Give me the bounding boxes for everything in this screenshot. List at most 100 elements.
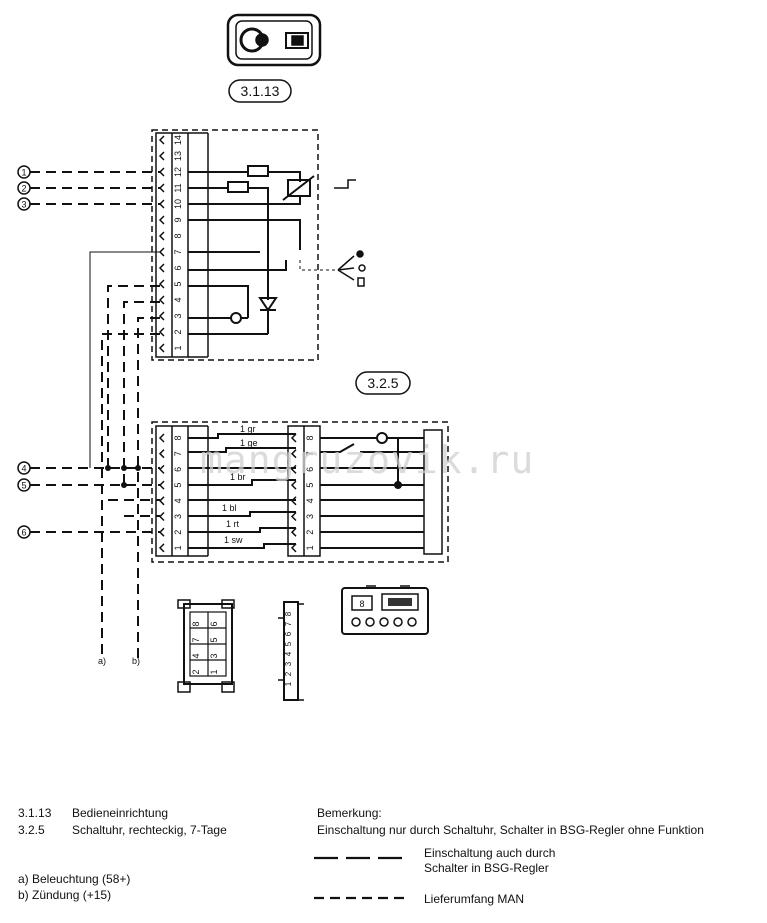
pin-contact-mark [290, 480, 297, 490]
lower-left-pin-7: 7 [173, 451, 183, 456]
legend-item-1-code: 3.1.13 [18, 806, 52, 820]
face-pin-4: 4 [191, 653, 201, 658]
face-pin-2: 2 [191, 669, 201, 674]
legend-line-samples [314, 856, 410, 900]
face-pin-8: 8 [191, 621, 201, 626]
upper-terminal-strip [155, 132, 209, 358]
pin-contact-mark [158, 279, 165, 289]
lower-left-pin-8: 8 [173, 435, 183, 440]
side-pin-3: 3 [284, 661, 293, 666]
pin-contact-mark [158, 311, 165, 321]
pin-contact-mark [158, 464, 165, 474]
face-pin-1: 1 [209, 669, 219, 674]
face-pin-7: 7 [191, 637, 201, 642]
timer-box [151, 421, 449, 563]
pin-contact-mark [290, 433, 297, 443]
timer-front-icon: 8 [341, 585, 429, 635]
wire-label-2: 1 br [230, 472, 246, 482]
upper-pin-9: 9 [173, 217, 183, 222]
upper-input-wires [30, 171, 160, 660]
wire-label-4: 1 rt [226, 519, 240, 529]
watermark: mangruzovik.ru [200, 438, 535, 482]
lower-left-pin-6: 6 [173, 467, 183, 472]
upper-pin-3: 3 [173, 313, 183, 318]
pin-contact-mark [158, 543, 165, 553]
pin-contact-mark [158, 433, 165, 443]
lower-left-pin-4: 4 [173, 498, 183, 503]
pin-contact-mark [158, 199, 165, 209]
upper-pin-14: 14 [173, 135, 183, 145]
lower-left-pin-3: 3 [173, 514, 183, 519]
face-pin-6: 6 [209, 621, 219, 626]
label-325-text: 3.2.5 [367, 375, 398, 391]
lower-left-pin-2: 2 [173, 530, 183, 535]
wire-circle-1 [17, 165, 31, 179]
lower-right-pin-4: 4 [305, 498, 315, 503]
face-pin-5: 5 [209, 637, 219, 642]
note-a: a) Beleuchtung (58+) [18, 872, 131, 886]
face-pin-3: 3 [209, 653, 219, 658]
upper-pin-12: 12 [173, 167, 183, 177]
side-pin-1: 1 [284, 681, 293, 686]
line-legend-1-b: Schalter in BSG-Regler [424, 861, 549, 875]
lower-left-pin-1: 1 [173, 545, 183, 550]
wire-circle-number-2: 2 [21, 184, 26, 194]
pin-contact-mark [158, 480, 165, 490]
pin-contact-mark [158, 231, 165, 241]
lower-right-pin-8: 8 [305, 435, 315, 440]
upper-pin-6: 6 [173, 265, 183, 270]
wire-circle-number-5: 5 [21, 481, 26, 491]
connector-face-pin-labels: 8 6 7 5 4 3 2 1 [191, 621, 219, 674]
lower-right-pin-2: 2 [305, 530, 315, 535]
pin-contact-mark [158, 295, 165, 305]
timer-internal-wiring [320, 432, 424, 549]
side-pin-6: 6 [284, 631, 293, 636]
pin-contact-mark [158, 167, 165, 177]
upper-pin-4: 4 [173, 297, 183, 302]
legend-item-1-text: Bedieneinrichtung [72, 806, 169, 820]
timer-module [423, 429, 443, 555]
lower-left-strip [155, 425, 209, 557]
pin-contact-mark [290, 464, 297, 474]
pin-contact-mark [158, 511, 165, 522]
side-pin-2: 2 [284, 671, 293, 676]
pin-contact-mark [158, 247, 165, 257]
pin-contact-mark [158, 527, 165, 537]
thin-wire-pin7 [89, 251, 160, 468]
lower-left-pin-5: 5 [173, 483, 183, 488]
pin-contact-mark [290, 511, 297, 522]
upper-pin-2: 2 [173, 329, 183, 334]
wire-circle-number-1: 1 [21, 168, 26, 178]
control-unit-icon [226, 13, 322, 67]
wire-label-3: 1 bl [222, 503, 237, 513]
pin-contact-mark [158, 263, 165, 273]
pin-contact-mark [158, 215, 165, 225]
lower-right-pin-7: 7 [305, 451, 315, 456]
fan-switch-lines [299, 260, 338, 271]
pin-contact-mark [158, 496, 165, 506]
branch-label-b: b) [132, 656, 141, 666]
side-pin-7: 7 [284, 621, 293, 626]
connector-face-drawing [177, 599, 235, 693]
pin-contact-mark [158, 183, 165, 193]
lower-right-pin-5: 5 [305, 483, 315, 488]
wire-circle-number-4: 4 [21, 464, 26, 474]
wire-circle-number-3: 3 [21, 200, 26, 210]
lower-right-pin-6: 6 [305, 467, 315, 472]
upper-pin-5: 5 [173, 281, 183, 286]
upper-internal-wiring [188, 165, 315, 335]
svg-text:8: 8 [359, 599, 364, 609]
upper-pin-10: 10 [173, 199, 183, 209]
side-pin-5: 5 [284, 641, 293, 646]
side-pin-8: 8 [284, 611, 293, 616]
junction-dots [105, 465, 141, 488]
pin-contact-mark [290, 527, 297, 537]
upper-pin-8: 8 [173, 233, 183, 238]
branch-label-a: a) [98, 656, 107, 666]
legend-item-2-text: Schaltuhr, rechteckig, 7-Tage [72, 823, 227, 837]
timer-wires [188, 433, 296, 549]
label-325 [355, 371, 411, 395]
note-b: b) Zündung (+15) [18, 888, 112, 902]
